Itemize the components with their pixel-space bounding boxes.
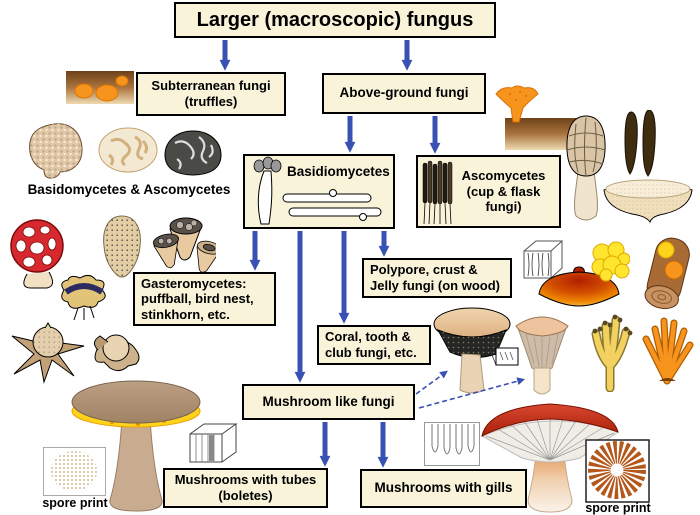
bolete-mushroom-icon bbox=[71, 380, 201, 512]
box-subterranean-fungi: Subterranean fungi (truffles) bbox=[136, 72, 286, 116]
earthstar-large-icon bbox=[11, 322, 85, 384]
spore-print-pale-icon bbox=[43, 447, 106, 496]
soil-with-truffles-icon bbox=[66, 71, 134, 104]
box-polypore-jelly: Polypore, crust & Jelly fungi (on wood) bbox=[362, 258, 512, 298]
tooth-fungus-mushroom-icon bbox=[433, 307, 519, 394]
box-mushroom-like-label: Mushroom like fungi bbox=[262, 393, 395, 409]
caption-basidomycetes-ascomycetes: Basidomycetes & Ascomycetes bbox=[27, 182, 231, 197]
dead-mans-fingers-icon bbox=[624, 110, 656, 177]
title-box: Larger (macroscopic) fungus bbox=[174, 2, 496, 38]
box-subterranean-label: Subterranean fungi (truffles) bbox=[151, 78, 271, 109]
gill-profile-diagram-icon bbox=[424, 422, 480, 466]
box-gasteromycetes-label: Gasteromycetes: puffball, bird nest, sti… bbox=[141, 275, 254, 322]
box-gasteromycetes: Gasteromycetes: puffball, bird nest, sti… bbox=[133, 272, 276, 326]
cup-fungus-icon bbox=[603, 179, 693, 224]
funnel-chanterelle-icon bbox=[515, 316, 569, 395]
caption-spore-print-left: spore print bbox=[42, 496, 108, 510]
stinkhorn-egg-icon bbox=[61, 274, 106, 321]
caption-spore-print-right: spore print bbox=[585, 501, 651, 515]
asci-bundle-drawing bbox=[422, 160, 453, 225]
birds-nest-fungi-icon bbox=[152, 217, 216, 273]
box-mushroom-like-fungi: Mushroom like fungi bbox=[242, 384, 415, 420]
box-mushrooms-with-gills: Mushrooms with gills bbox=[360, 469, 527, 508]
asci-cube-icon bbox=[523, 240, 564, 279]
yellow-jelly-fungus-icon bbox=[591, 241, 630, 282]
box-mushrooms-with-tubes: Mushrooms with tubes (boletes) bbox=[163, 468, 328, 508]
red-capped-gill-mushroom-icon bbox=[480, 403, 620, 513]
box-ascomycetes: Ascomycetes (cup & flask fungi) bbox=[416, 155, 561, 228]
spore-print-radial-icon bbox=[585, 439, 650, 503]
box-basidiomycetes-label: Basidiomycetes bbox=[287, 164, 390, 179]
box-tubes-label: Mushrooms with tubes (boletes) bbox=[174, 472, 317, 503]
box-above-ground-label: Above-ground fungi bbox=[339, 85, 469, 101]
box-coral-label: Coral, tooth & club fungi, etc. bbox=[325, 329, 417, 360]
tube-layer-cube-icon bbox=[189, 423, 238, 463]
basidium-and-hyphae-drawing bbox=[253, 156, 382, 225]
box-polypore-label: Polypore, crust & Jelly fungi (on wood) bbox=[370, 262, 500, 293]
truffle-cross-section-tan-icon bbox=[29, 123, 83, 179]
earthstar-small-icon bbox=[94, 334, 140, 372]
crown-coral-icon bbox=[591, 314, 633, 392]
box-coral-tooth-club: Coral, tooth & club fungi, etc. bbox=[317, 325, 431, 365]
truffle-cross-section-dark-icon bbox=[164, 130, 222, 176]
spiny-puffball-icon bbox=[103, 215, 141, 278]
truffle-cross-section-pale-icon bbox=[98, 127, 158, 173]
box-above-ground-fungi: Above-ground fungi bbox=[322, 73, 486, 114]
club-coral-icon bbox=[642, 317, 694, 385]
box-gills-label: Mushrooms with gills bbox=[374, 480, 513, 496]
jelly-fungi-on-log-icon bbox=[644, 237, 690, 310]
box-ascomycetes-label: Ascomycetes (cup & flask fungi) bbox=[461, 168, 546, 215]
bracket-fungus-icon bbox=[538, 266, 620, 307]
red-cage-fungus-icon bbox=[10, 219, 64, 289]
box-basidiomycetes: Basidiomycetes bbox=[243, 154, 395, 229]
diagram-title: Larger (macroscopic) fungus bbox=[196, 9, 474, 31]
morel-icon bbox=[566, 115, 606, 221]
